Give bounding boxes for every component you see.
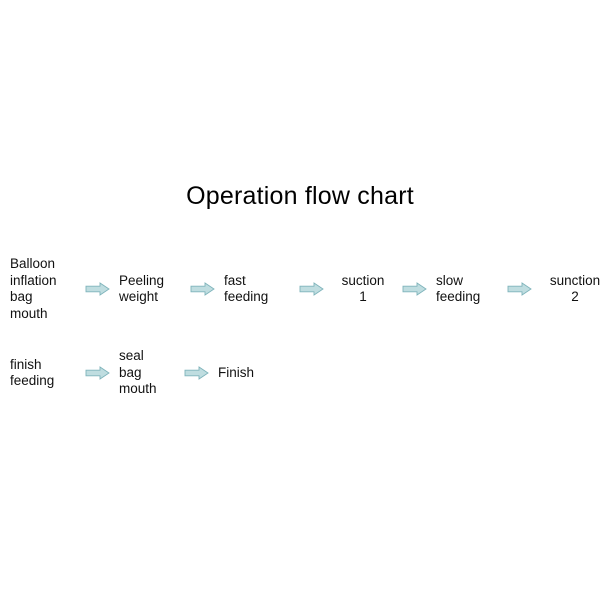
right-block-arrow-icon — [507, 282, 532, 296]
flow-row-1: Balloon inflation bag mouth Peeling weig… — [10, 256, 600, 321]
flow-step-balloon-inflation-bag-mouth: Balloon inflation bag mouth — [10, 256, 57, 321]
right-block-arrow-icon — [85, 282, 110, 296]
right-block-arrow-icon — [402, 282, 427, 296]
page-title: Operation flow chart — [186, 182, 414, 210]
flow-row-2: finish feeding seal bag mouth Finish — [10, 345, 278, 401]
flow-step-seal-bag-mouth: seal bag mouth — [119, 348, 157, 397]
right-block-arrow-icon — [299, 282, 324, 296]
right-block-arrow-icon — [184, 366, 209, 380]
flow-step-fast-feeding: fast feeding — [224, 272, 269, 305]
right-block-arrow-icon — [190, 282, 215, 296]
flow-step-finish: Finish — [218, 364, 255, 380]
flow-step-sunction-2: sunction 2 — [549, 272, 600, 305]
right-block-arrow-icon — [85, 366, 110, 380]
flow-step-finish-feeding: finish feeding — [10, 356, 55, 389]
flow-step-suction-1: suction 1 — [341, 272, 385, 305]
flow-step-slow-feeding: slow feeding — [436, 272, 481, 305]
flow-step-peeling-weight: Peeling weight — [119, 272, 165, 305]
